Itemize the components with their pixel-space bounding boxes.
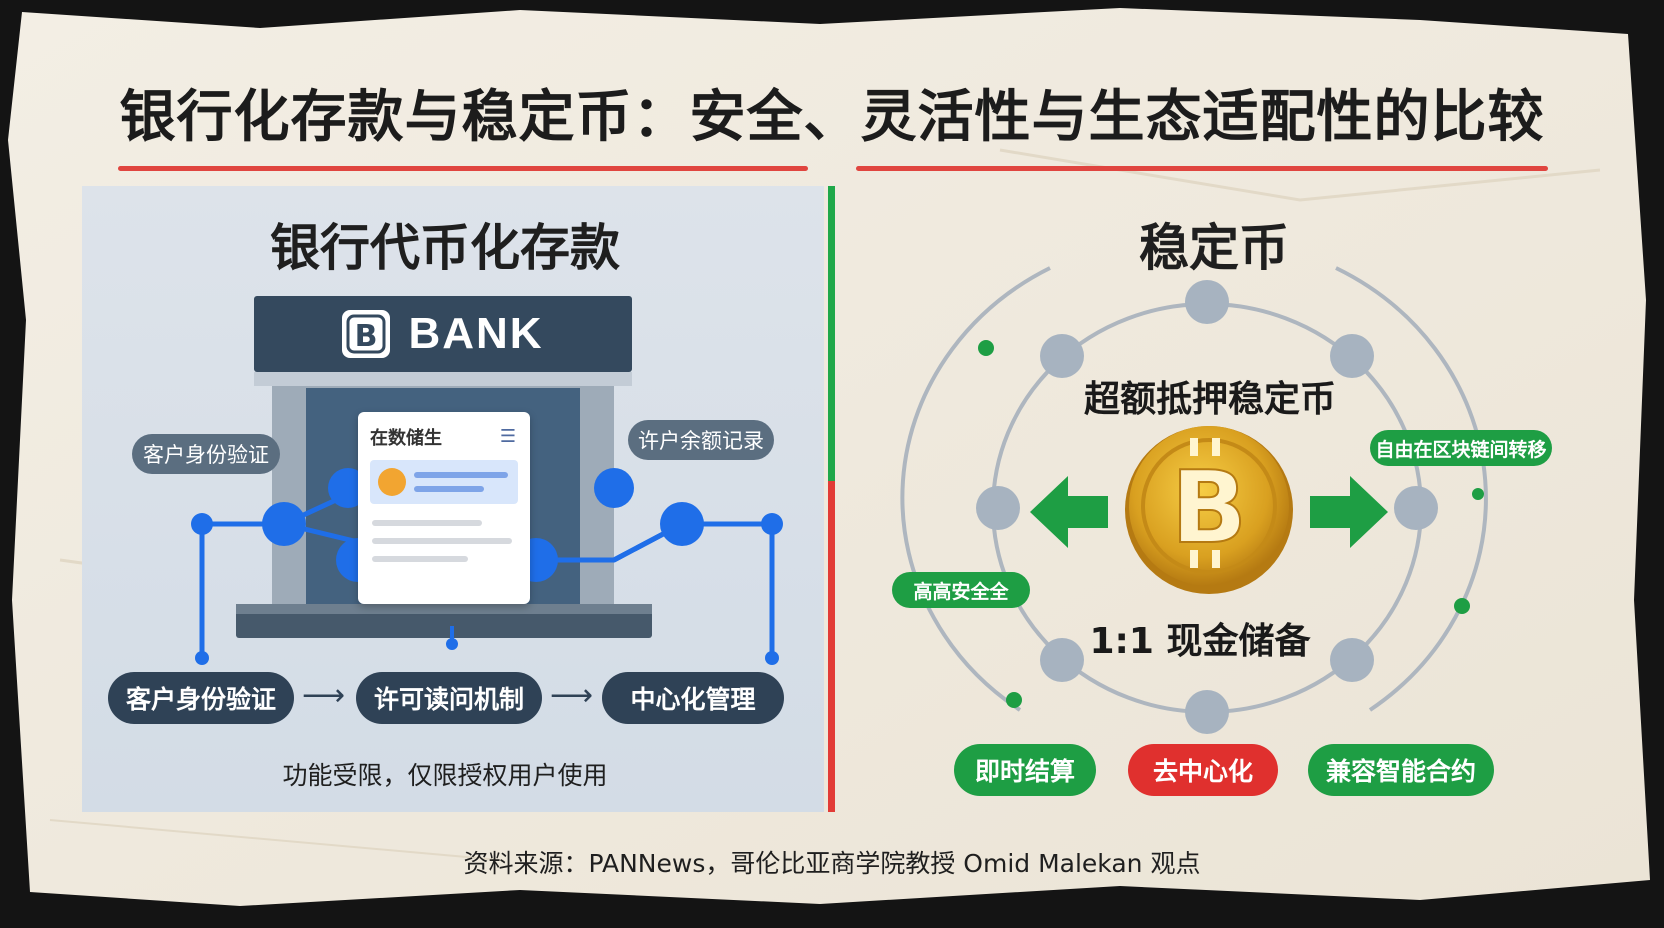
card-line: [372, 520, 482, 526]
title-underline-left: [118, 166, 808, 171]
step-identity: 客户身份验证: [108, 672, 294, 724]
bank-counter-top: [236, 604, 652, 614]
bank-sign: B BANK: [254, 296, 632, 372]
page-title: 银行化存款与稳定币：安全、灵活性与生态适配性的比较: [119, 85, 1545, 150]
bank-sign-text: BANK: [408, 309, 544, 358]
cash-reserve-text: 1:1 现金储备: [1089, 621, 1311, 662]
arrow-left-icon: [1030, 476, 1108, 548]
bitcoin-icon: B: [1125, 426, 1293, 594]
step-arrow: ⟶: [302, 678, 346, 713]
stablecoin-heading: 稳定币: [1139, 219, 1289, 277]
divider-red: [828, 481, 835, 812]
source-note: 资料来源：PANNews，哥伦比亚商学院教授 Omid Malekan 观点: [463, 849, 1201, 878]
bank-roof-band: [254, 372, 632, 386]
overcollateral-text: 超额抵押稳定币: [1083, 379, 1336, 420]
card-line: [414, 486, 484, 492]
arrow-right-icon: [1310, 476, 1388, 548]
step-permission: 许可读问机制: [356, 672, 542, 724]
tag-high-security: 高高安全全: [892, 572, 1030, 608]
tag-free-transfer: 自由在区块链间转移: [1370, 430, 1552, 466]
bank-caption: 功能受限，仅限授权用户使用: [282, 761, 608, 790]
bank-logo-icon: B: [342, 310, 391, 358]
card-title: 在数储生: [370, 428, 442, 449]
card-line: [414, 472, 508, 478]
tag-smart-contract: 兼容智能合约: [1308, 744, 1494, 796]
svg-text:B: B: [355, 319, 378, 354]
tag-instant-settlement: 即时结算: [954, 744, 1096, 796]
card-avatar-dot: [378, 468, 406, 496]
title-underline-right: [856, 166, 1548, 171]
step-arrow: ⟶: [550, 678, 594, 713]
divider-green: [828, 186, 835, 481]
svg-text:B: B: [1171, 449, 1247, 566]
label-identity: 客户身份验证: [132, 434, 280, 474]
stablecoin-diagram: B: [900, 266, 1488, 734]
tag-decentralized: 去中心化: [1128, 744, 1278, 796]
menu-icon: ☰: [499, 426, 516, 447]
account-card: 在数储生 ☰: [358, 412, 530, 604]
label-balance: 许户余额记录: [628, 420, 774, 460]
card-line: [372, 556, 468, 562]
step-centralized: 中心化管理: [602, 672, 784, 724]
card-line: [372, 538, 512, 544]
bank-panel-heading: 银行代币化存款: [270, 219, 620, 277]
